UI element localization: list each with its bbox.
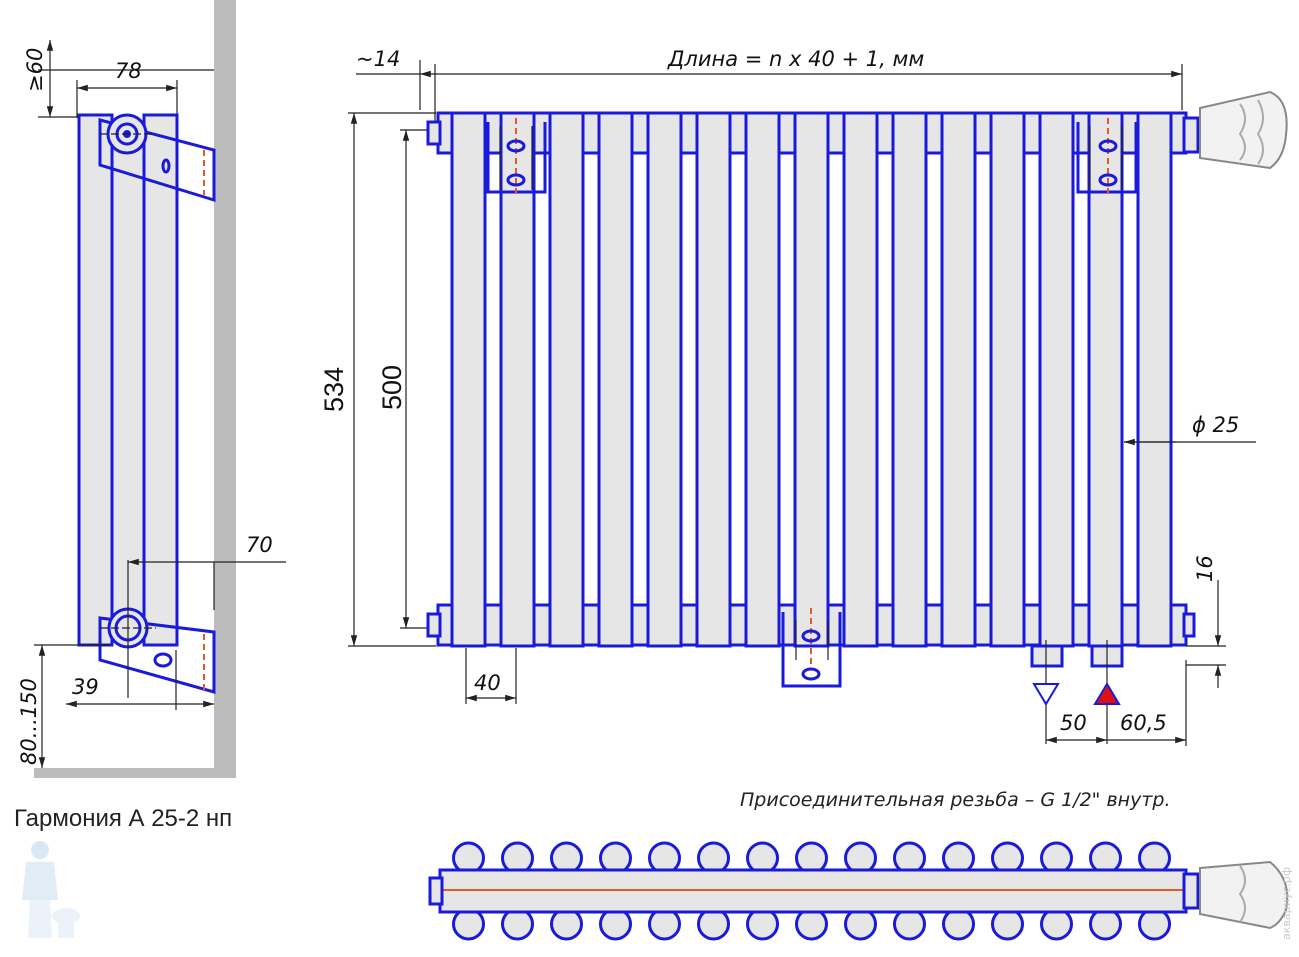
bottom-bracket <box>98 616 216 694</box>
radiator-section <box>989 111 1026 648</box>
watermark: аквариус.рф <box>1280 867 1293 940</box>
right-bottom-cap <box>1182 612 1196 638</box>
top-view-right-cap <box>1182 872 1200 910</box>
side-view: ≥60 78 70 39 <box>14 0 286 832</box>
top-view-tubes-lower <box>452 907 1171 941</box>
return-triangle-icon <box>1032 683 1060 706</box>
top-bracket <box>98 118 216 203</box>
dim-bracket: 70 <box>246 533 273 557</box>
radiator-section <box>940 111 977 648</box>
dim-height-total: 534 <box>319 367 349 412</box>
radiator-section <box>744 111 781 648</box>
left-top-cap <box>426 120 442 146</box>
dim-tube-diameter: ϕ 25 <box>1192 413 1239 437</box>
plumber-logo-icon <box>22 841 80 938</box>
side-tube-front <box>77 113 114 647</box>
bottom-bracket-front <box>781 608 842 688</box>
dim-pipe-spacing: 50 <box>1060 711 1087 735</box>
left-bottom-cap <box>426 612 442 638</box>
radiator-section <box>1038 111 1075 648</box>
radiator-section <box>842 111 879 648</box>
top-view-valve <box>1199 860 1289 930</box>
model-caption: Гармония А 25-2 нп <box>14 805 232 832</box>
top-view-left-cap <box>428 876 444 906</box>
dim-floor-gap: 80...150 <box>17 678 41 765</box>
radiator-section <box>1136 111 1173 648</box>
dim-wall-gap: ≥60 <box>23 48 47 92</box>
return-pipe <box>1030 644 1064 668</box>
radiator-section <box>450 111 487 648</box>
top-left-bracket <box>486 118 547 194</box>
dim-edge-offset: ~14 <box>356 47 400 71</box>
top-view <box>428 841 1289 941</box>
dim-inlet-offset: 39 <box>72 675 99 699</box>
dim-pipe-edge-offset: 60,5 <box>1120 711 1167 735</box>
radiator-section <box>793 111 830 648</box>
thermostatic-valve-icon <box>1182 90 1288 170</box>
wall <box>34 0 236 778</box>
radiator-section <box>499 111 536 648</box>
radiator-sections <box>450 111 1173 648</box>
dim-collector-offset: 16 <box>1193 555 1217 582</box>
top-right-bracket <box>1076 118 1138 194</box>
dim-depth: 78 <box>115 59 142 83</box>
dim-height-axis: 500 <box>377 365 407 410</box>
radiator-section <box>891 111 928 648</box>
radiator-section <box>548 111 585 648</box>
side-tube-back <box>142 113 179 647</box>
side-tube-gap <box>110 126 146 630</box>
supply-triangle-icon <box>1093 682 1121 705</box>
radiator-section <box>646 111 683 648</box>
front-view: Длина = n x 40 + 1, мм ~14 534 500 <box>319 47 1288 746</box>
dim-section-pitch: 40 <box>474 671 501 695</box>
radiator-section <box>597 111 634 648</box>
dim-length-formula: Длина = n x 40 + 1, мм <box>667 47 924 71</box>
radiator-section <box>695 111 732 648</box>
thread-note: Присоединительная резьба – G 1/2" внутр. <box>740 789 1171 811</box>
